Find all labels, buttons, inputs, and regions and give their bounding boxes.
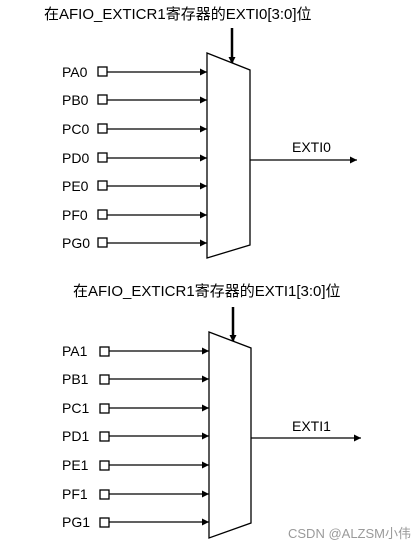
mux0-input-row: PA0 <box>62 64 207 80</box>
input-pin-box <box>97 237 108 248</box>
mux1-input-row: PE1 <box>62 457 209 473</box>
mux0-input-label: PC0 <box>62 121 89 137</box>
mux1-input-row: PC1 <box>62 400 209 416</box>
mux0-input-label: PG0 <box>62 235 90 251</box>
mux0-input-label: PD0 <box>62 150 89 166</box>
input-pin-box <box>97 123 108 134</box>
mux0-input-row: PG0 <box>62 235 207 251</box>
mux1-input-row: PA1 <box>62 343 209 359</box>
mux1-input-label: PB1 <box>62 371 89 387</box>
mux1-body <box>208 331 252 539</box>
mux1-output-label: EXTI1 <box>292 418 331 434</box>
mux1-input-label: PD1 <box>62 428 89 444</box>
mux1-input-label: PG1 <box>62 514 90 530</box>
input-pin-box <box>99 517 110 528</box>
input-pin-box <box>99 460 110 471</box>
mux-exti0: 在AFIO_EXTICR1寄存器的EXTI0[3:0]位 EXTI0 PA0 P… <box>44 5 357 259</box>
input-pin-box <box>97 94 108 105</box>
mux0-output-label: EXTI0 <box>292 139 331 155</box>
mux0-input-label: PF0 <box>62 207 88 223</box>
input-pin-box <box>97 209 108 220</box>
input-pin-box <box>99 346 110 357</box>
mux1-input-row: PD1 <box>62 428 209 444</box>
input-pin-box <box>99 403 110 414</box>
mux0-input-label: PA0 <box>62 64 88 80</box>
mux1-title: 在AFIO_EXTICR1寄存器的EXTI1[3:0]位 <box>73 282 341 300</box>
mux1-input-row: PG1 <box>62 514 209 530</box>
input-pin-box <box>99 489 110 500</box>
input-pin-box <box>97 180 108 191</box>
mux0-input-row: PD0 <box>62 150 207 166</box>
input-pin-box <box>99 374 110 385</box>
mux0-input-row: PB0 <box>62 92 207 108</box>
mux1-input-row: PB1 <box>62 371 209 387</box>
mux0-title: 在AFIO_EXTICR1寄存器的EXTI0[3:0]位 <box>44 5 312 23</box>
mux1-input-label: PF1 <box>62 486 88 502</box>
watermark: CSDN @ALZSM小伟 <box>288 526 411 541</box>
mux-exti1: 在AFIO_EXTICR1寄存器的EXTI1[3:0]位 EXTI1 PA1 P… <box>62 282 361 539</box>
input-pin-box <box>97 66 108 77</box>
mux0-input-row: PC0 <box>62 121 207 137</box>
input-pin-box <box>99 431 110 442</box>
mux0-input-row: PE0 <box>62 178 207 194</box>
mux1-input-row: PF1 <box>62 486 209 502</box>
mux1-input-label: PE1 <box>62 457 89 473</box>
mux0-input-label: PE0 <box>62 178 89 194</box>
mux1-input-label: PA1 <box>62 343 88 359</box>
mux0-input-label: PB0 <box>62 92 89 108</box>
mux0-input-row: PF0 <box>62 207 207 223</box>
mux1-input-label: PC1 <box>62 400 89 416</box>
mux0-body <box>206 52 251 259</box>
input-pin-box <box>97 152 108 163</box>
